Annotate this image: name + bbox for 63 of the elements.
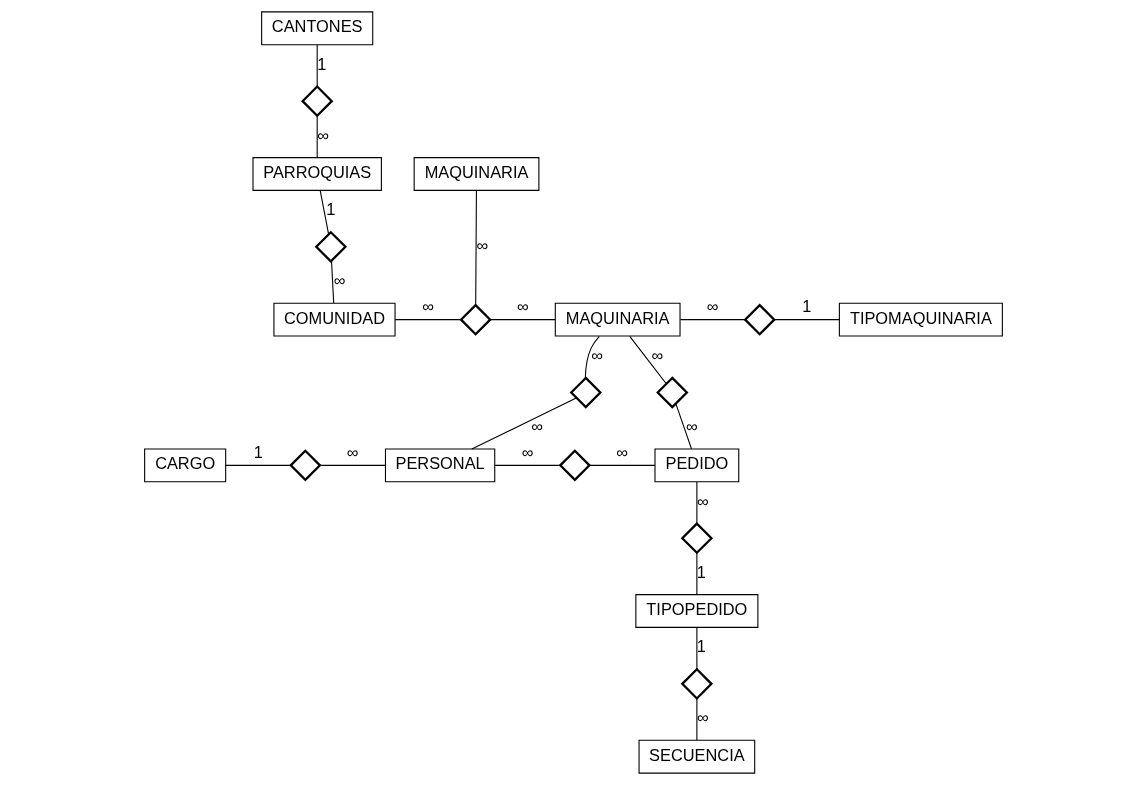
node-diamond xyxy=(558,449,592,482)
connector xyxy=(589,464,656,466)
edge-label: ∞ xyxy=(346,442,359,461)
node-box: CANTONES xyxy=(261,11,374,46)
edge-label: ∞ xyxy=(521,442,534,461)
edge-label: ∞ xyxy=(531,417,543,436)
connector xyxy=(319,190,330,235)
node-diamond xyxy=(680,522,714,555)
edge-label: ∞ xyxy=(476,235,489,254)
edge-label: 1 xyxy=(696,562,706,581)
edge-label: ∞ xyxy=(333,271,346,290)
connector xyxy=(494,464,561,466)
connector xyxy=(679,319,746,321)
edge-label: ∞ xyxy=(516,296,529,315)
node-diamond xyxy=(314,230,348,263)
connector xyxy=(696,697,698,741)
edge-label: ∞ xyxy=(591,346,604,364)
node-diamond xyxy=(459,303,492,336)
connector xyxy=(489,319,556,321)
node-diamond xyxy=(743,303,776,336)
node-box: PERSONAL xyxy=(384,448,496,483)
edge-label: ∞ xyxy=(696,491,709,510)
node-diamond xyxy=(656,376,689,409)
edge-label: ∞ xyxy=(317,125,329,144)
node-box: PARROQUIAS xyxy=(252,157,382,191)
edge-label: ∞ xyxy=(651,346,664,364)
connector xyxy=(675,403,692,450)
node-box: TIPOPEDIDO xyxy=(635,594,759,628)
edge-label: 1 xyxy=(317,54,327,73)
edge-label: 1 xyxy=(802,296,812,315)
connector xyxy=(316,44,318,87)
node-diamond xyxy=(569,376,602,409)
node-box: MAQUINARIA xyxy=(413,157,540,191)
connector xyxy=(225,464,292,466)
edge-label: ∞ xyxy=(422,296,434,315)
connector xyxy=(696,481,698,525)
node-diamond xyxy=(301,84,334,118)
node-box: MAQUINARIA xyxy=(554,302,681,337)
node-box: COMUNIDAD xyxy=(273,302,396,337)
node-box: SECUENCIA xyxy=(638,739,756,774)
connector xyxy=(629,335,667,385)
node-box: TIPOMAQUINARIA xyxy=(838,302,1003,337)
edge-label: ∞ xyxy=(706,296,719,315)
edge-label: ∞ xyxy=(616,442,629,461)
connector xyxy=(584,335,600,379)
edge-label: ∞ xyxy=(696,708,709,727)
connector xyxy=(394,319,462,321)
edge-label: 1 xyxy=(696,637,706,656)
node-box: PEDIDO xyxy=(654,448,740,483)
connector xyxy=(475,190,477,306)
connector xyxy=(696,552,698,596)
connector xyxy=(319,464,386,466)
node-box: CARGO xyxy=(144,448,227,483)
connector xyxy=(330,260,335,304)
connector xyxy=(773,319,840,321)
node-diamond xyxy=(289,449,322,482)
connector xyxy=(316,115,318,158)
edge-label: 1 xyxy=(253,442,263,461)
connector xyxy=(696,627,698,670)
node-diamond xyxy=(680,667,714,701)
edge-label: ∞ xyxy=(686,417,698,436)
edge-label: 1 xyxy=(326,200,336,219)
connector xyxy=(471,397,577,450)
